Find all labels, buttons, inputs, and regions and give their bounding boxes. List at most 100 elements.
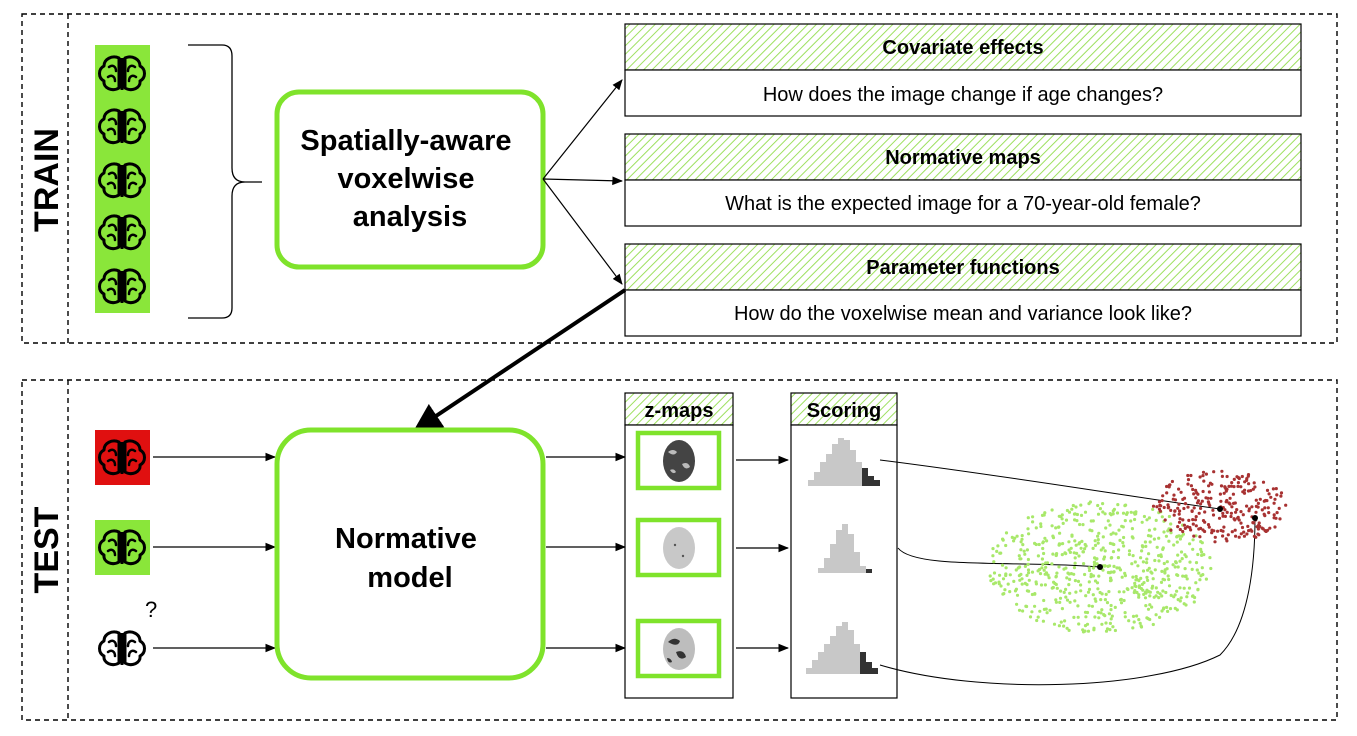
cluster-point [1230,530,1234,534]
cluster-point [1026,557,1030,562]
cluster-point [1027,578,1031,582]
cluster-point [1122,544,1126,548]
cluster-point [1241,513,1245,517]
cluster-point [1110,614,1114,618]
cluster-point [1103,564,1107,568]
cluster-point [1131,554,1135,558]
cluster-point [1097,574,1101,578]
cluster-point [1213,535,1217,539]
cluster-point [1091,593,1095,597]
cluster-point [1230,481,1234,485]
cluster-point [1043,572,1047,576]
cluster-center-healthy [1097,564,1103,570]
cluster-point [1111,531,1115,535]
cluster-point [999,584,1003,588]
cluster-point [1083,624,1088,628]
cluster-point [1257,521,1261,525]
cluster-point [1054,526,1058,530]
cluster-point [1133,581,1137,586]
cluster-point [1113,605,1117,610]
cluster-point [1094,599,1098,603]
cluster-point [1173,606,1177,611]
svg-text:Spatially-aware voxelwis: Spatially-aware voxelwise analysis [300,125,519,233]
cluster-point [1183,526,1187,531]
cluster-point [1043,536,1047,540]
cluster-point [1108,523,1112,527]
cluster-point [1273,497,1277,501]
cluster-point [1146,578,1150,583]
cluster-point [1199,502,1203,506]
cluster-point [1265,499,1269,503]
cluster-point [1177,512,1181,516]
cluster-point [1070,507,1074,511]
cluster-point [1115,511,1120,515]
cluster-point [1245,478,1249,482]
cluster-point [1108,579,1113,583]
output-title: Parameter functions [866,257,1059,279]
cluster-point [1172,493,1176,497]
cluster-point [993,581,998,585]
cluster-point [1041,541,1045,545]
output-title: Normative maps [885,147,1041,169]
cluster-point [1175,540,1179,544]
cluster-point [1135,614,1139,618]
cluster-point [1277,506,1281,510]
cluster-point [1098,590,1102,595]
cluster-point [1234,534,1238,538]
cluster-point [1039,524,1043,529]
analysis-line-3: analysis [353,201,467,233]
cluster-point [1232,477,1236,481]
cluster-point [1206,500,1210,504]
cluster-point [1061,542,1065,546]
cluster-point [1159,580,1164,585]
cluster-point [1145,575,1149,580]
cluster-point [1026,568,1031,572]
cluster-point [1137,618,1141,622]
cluster-point [1117,566,1121,570]
cluster-point [1090,529,1094,533]
cluster-point [998,573,1002,577]
cluster-point [1150,605,1154,609]
cluster-point [1090,604,1094,608]
cluster-point [1167,505,1171,509]
cluster-point [1165,491,1169,495]
unknown-question-mark: ? [145,597,157,622]
cluster-point [1092,563,1097,567]
cluster-point [1230,505,1234,509]
cluster-point [1131,614,1136,619]
cluster-point [1250,505,1254,509]
cluster-point [1163,518,1167,522]
cluster-point [1153,558,1157,563]
cluster-point [1229,484,1233,488]
cluster-point [1117,548,1121,552]
test-panel: TEST ? Normative model z-maps [21,379,1338,721]
cluster-point [1271,487,1275,491]
cluster-point [1077,622,1081,626]
cluster-point [1119,601,1124,605]
cluster-point [1079,589,1083,593]
cluster-point [1201,470,1206,474]
cluster-point [1236,484,1240,488]
cluster-point [1143,596,1148,600]
cluster-point [1147,528,1151,532]
cluster-point [1030,570,1035,574]
cluster-point [1043,511,1047,515]
cluster-point [1199,574,1203,578]
cluster-point [1057,525,1061,529]
cluster-point [1141,588,1145,592]
cluster-point [1203,510,1207,514]
cluster-point [1159,553,1163,557]
cluster-point [1042,568,1046,572]
cluster-point [1274,487,1278,491]
cluster-point [1180,534,1184,538]
cluster-point [1092,628,1096,632]
cluster-point [1267,510,1271,515]
cluster-point [1067,548,1071,552]
cluster-point [1177,502,1181,506]
cluster-point [1033,592,1037,596]
cluster-point [1258,524,1262,529]
svg-text:Normative model: Normative model [335,523,485,594]
cluster-point [1209,566,1213,571]
cluster-point [1054,553,1058,557]
cluster-point [1169,528,1173,532]
